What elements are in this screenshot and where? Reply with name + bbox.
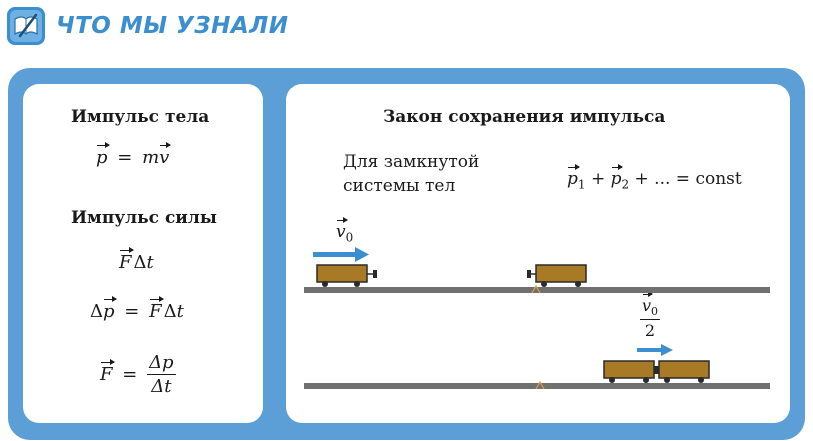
conservation-formula: p1 + p2 + ... = const (567, 164, 742, 192)
fraction: Δp Δt (147, 352, 176, 397)
formula-delta: Δ (133, 252, 147, 273)
impulse-body-title: Импульс тела (71, 107, 210, 127)
header: ЧТО МЫ УЗНАЛИ (0, 0, 813, 62)
condition-line-2: системы тел (343, 176, 456, 196)
subscript-1: 1 (577, 177, 586, 192)
velocity-subscript: 0 (651, 305, 659, 319)
formula-f-vector: F (149, 296, 164, 322)
formula-v-vector: v (159, 142, 172, 168)
book-pen-icon (7, 7, 45, 45)
formula-ellipsis-equals: + ... = (634, 169, 691, 189)
fraction-numerator: Δp (147, 352, 176, 375)
header-title: ЧТО МЫ УЗНАЛИ (56, 13, 289, 39)
formula-f-vector: F (100, 359, 114, 385)
velocity-fraction: v0 2 (640, 291, 661, 341)
bottom-velocity-label: v0 2 (640, 291, 661, 341)
formula-p-vector: p (103, 296, 117, 322)
conservation-law-title: Закон сохранения импульса (383, 107, 666, 127)
formula-delta: Δ (90, 301, 103, 322)
condition-line-1: Для замкнутой (343, 152, 480, 172)
impulse-force-title: Импульс силы (71, 208, 217, 228)
formula-equals: = (124, 301, 140, 322)
formula-delta: Δ (163, 301, 177, 322)
formula-p-vector: p (96, 142, 110, 168)
formula-const: const (695, 169, 742, 189)
velocity-divisor: 2 (644, 321, 656, 341)
impulse-body-formula: p = mv (96, 142, 172, 168)
formula-m: m (142, 147, 160, 168)
formula-equals: = (122, 364, 138, 385)
velocity-vector: v (642, 291, 654, 315)
formula-p2-vector: p (610, 164, 624, 189)
velocity-vector: v (336, 217, 348, 242)
formula-t: t (146, 252, 154, 273)
formula-f-vector: F (119, 247, 133, 273)
velocity-subscript: 0 (345, 230, 354, 245)
subscript-2: 2 (621, 177, 630, 192)
left-panel (23, 84, 263, 423)
force-formula: F = Δp Δt (100, 352, 176, 397)
formula-p1-vector: p (567, 164, 580, 189)
formula-equals: = (117, 147, 133, 168)
top-velocity-label: v0 (336, 217, 354, 245)
formula-plus: + (590, 169, 606, 189)
formula-t: t (176, 301, 184, 322)
right-panel (286, 84, 790, 423)
fraction-denominator: Δt (151, 376, 172, 397)
